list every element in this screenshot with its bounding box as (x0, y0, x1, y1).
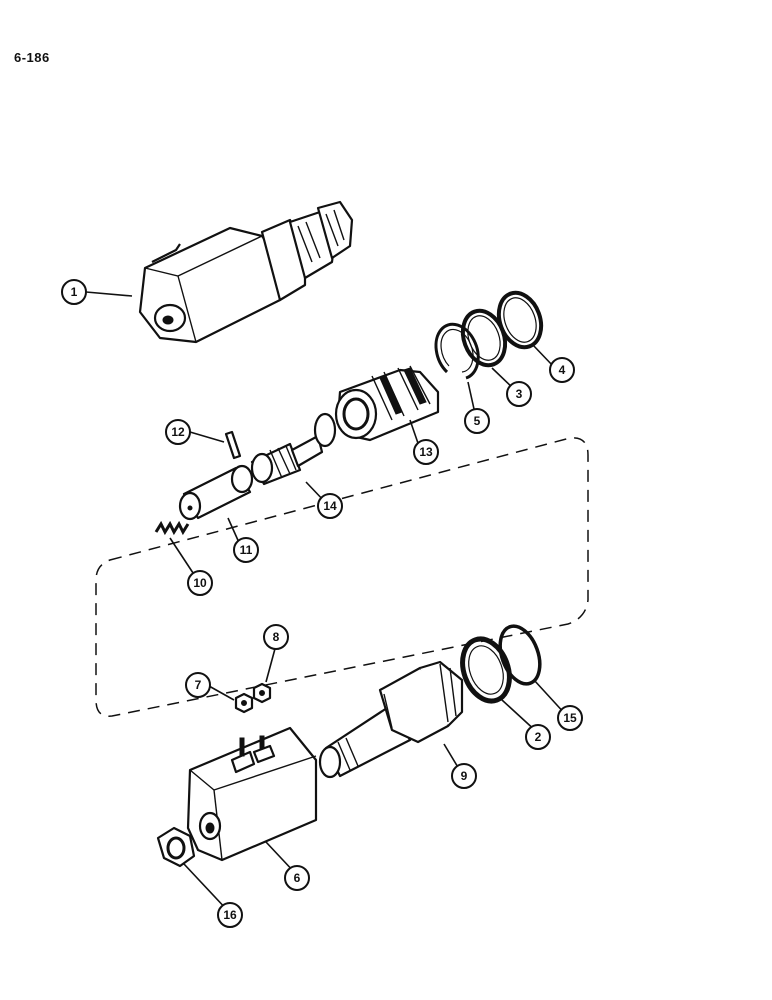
part-1-solenoid-assembly (138, 200, 354, 344)
page-number: 6-186 (14, 50, 50, 65)
part-14-spool (250, 412, 337, 486)
svg-text:12: 12 (171, 425, 185, 439)
callout-13: 13 (413, 439, 439, 465)
callout-14: 14 (317, 493, 343, 519)
svg-text:7: 7 (195, 678, 202, 692)
part-7-nut (234, 692, 254, 714)
callout-2: 2 (525, 724, 551, 750)
part-12-pin (224, 430, 242, 460)
subassembly-dashed-outline (95, 437, 589, 717)
callout-6: 6 (284, 865, 310, 891)
svg-text:11: 11 (240, 543, 253, 557)
callout-15: 15 (557, 705, 583, 731)
part-5-retaining-ring (434, 322, 480, 380)
part-8-nut (252, 682, 272, 704)
part-6-coil (186, 726, 318, 862)
callout-7: 7 (185, 672, 211, 698)
svg-text:2: 2 (535, 730, 542, 744)
svg-text:9: 9 (461, 769, 468, 783)
part-16-nut (156, 826, 196, 868)
svg-text:5: 5 (474, 414, 481, 428)
part-2-o-ring (460, 636, 512, 704)
svg-text:13: 13 (419, 445, 433, 459)
part-10-spring (154, 520, 190, 536)
callout-10: 10 (187, 570, 213, 596)
svg-text:10: 10 (193, 576, 207, 590)
callout-5: 5 (464, 408, 490, 434)
part-13-valve-cartridge (334, 365, 440, 442)
leader-lines (85, 291, 568, 913)
svg-text:15: 15 (563, 711, 577, 725)
callout-12: 12 (165, 419, 191, 445)
callout-11: 11 (233, 537, 259, 563)
svg-text:3: 3 (516, 387, 523, 401)
callout-1: 1 (61, 279, 87, 305)
callout-16: 16 (217, 902, 243, 928)
part-9-valve-body (318, 660, 464, 779)
callout-9: 9 (451, 763, 477, 789)
svg-text:1: 1 (71, 285, 78, 299)
svg-text:6: 6 (294, 871, 301, 885)
svg-text:4: 4 (559, 363, 566, 377)
svg-text:8: 8 (273, 630, 280, 644)
callout-4: 4 (549, 357, 575, 383)
part-15-o-ring (498, 624, 542, 686)
callout-3: 3 (506, 381, 532, 407)
svg-text:16: 16 (223, 908, 237, 922)
part-11-sleeve (178, 464, 254, 521)
svg-text:14: 14 (323, 499, 337, 513)
callout-8: 8 (263, 624, 289, 650)
